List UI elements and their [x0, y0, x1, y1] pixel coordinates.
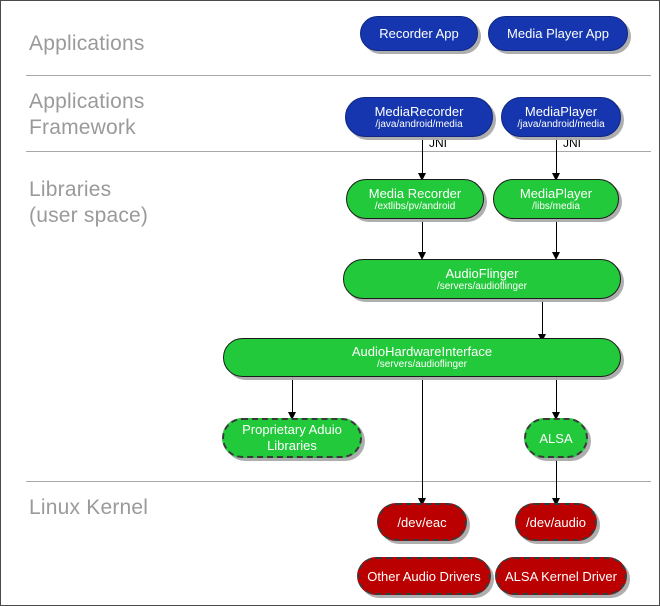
arrowhead-mediaplayer-to-audioflinger	[552, 252, 560, 260]
node-dev-eac[interactable]: /dev/eac	[377, 503, 467, 541]
node-dev-audio-title: /dev/audio	[526, 514, 586, 530]
node-alsa-title: ALSA	[539, 430, 573, 446]
node-mediarecorder-framework[interactable]: MediaRecorder /java/android/media	[345, 97, 493, 137]
node-audiohardwareinterface-path: /servers/audioflinger	[376, 359, 468, 370]
connector-mediarecorder-to-audioflinger	[422, 219, 423, 257]
node-recorder-app[interactable]: Recorder App	[360, 16, 478, 51]
arrowhead-mediarecorder-jni	[418, 173, 426, 181]
connector-mediaplayer-jni	[556, 137, 557, 177]
layer-label-libraries: Libraries (user space)	[29, 178, 149, 227]
layer-divider-kernel	[26, 481, 651, 482]
node-mediaplayer-library-title: MediaPlayer	[519, 185, 593, 201]
node-media-recorder-library[interactable]: Media Recorder /extlibs/pv/android	[346, 179, 484, 219]
node-media-recorder-library-title: Media Recorder	[368, 185, 462, 201]
node-other-audio-drivers-title: Other Audio Drivers	[367, 568, 481, 584]
connector-alsa-to-dev-audio	[556, 457, 557, 503]
node-other-audio-drivers[interactable]: Other Audio Drivers	[357, 557, 491, 595]
layer-divider-framework	[26, 151, 651, 152]
node-audioflinger-title: AudioFlinger	[445, 265, 519, 281]
node-proprietary-audio-libraries-title: Proprietary Aduio Libraries	[242, 422, 342, 453]
connector-ahi-to-proprietary-libraries	[292, 376, 293, 418]
node-dev-audio[interactable]: /dev/audio	[515, 503, 597, 541]
layer-divider-applications	[26, 75, 651, 76]
jni-label-right: JNI	[563, 136, 581, 150]
layer-label-applications: Applications	[29, 32, 145, 55]
node-mediaplayer-library-path: /libs/media	[532, 200, 580, 212]
connector-audioflinger-to-audiohardwareinterface	[542, 299, 543, 341]
node-media-player-app[interactable]: Media Player App	[488, 16, 628, 51]
node-mediarecorder-framework-title: MediaRecorder	[374, 103, 464, 119]
node-audiohardwareinterface[interactable]: AudioHardwareInterface /servers/audiofli…	[223, 338, 621, 377]
connector-ahi-to-dev-eac	[422, 376, 423, 503]
node-media-player-app-title: Media Player App	[507, 26, 609, 41]
node-audioflinger[interactable]: AudioFlinger /servers/audioflinger	[343, 259, 621, 299]
jni-label-left: JNI	[429, 136, 447, 150]
node-alsa-kernel-driver[interactable]: ALSA Kernel Driver	[495, 557, 627, 595]
arrowhead-mediarecorder-to-audioflinger	[418, 252, 426, 260]
arrowhead-ahi-to-alsa	[552, 412, 560, 420]
node-recorder-app-title: Recorder App	[379, 26, 459, 41]
connector-ahi-to-alsa	[556, 376, 557, 418]
node-mediaplayer-framework-title: MediaPlayer	[524, 103, 598, 119]
connector-mediarecorder-jni	[422, 137, 423, 177]
node-mediaplayer-framework-path: /java/android/media	[517, 118, 605, 130]
node-proprietary-audio-libraries[interactable]: Proprietary Aduio Libraries	[222, 418, 362, 458]
layer-label-linux-kernel: Linux Kernel	[29, 496, 149, 519]
node-mediarecorder-framework-path: /java/android/media	[375, 118, 463, 130]
node-audiohardwareinterface-title: AudioHardwareInterface	[351, 344, 493, 359]
node-alsa-kernel-driver-title: ALSA Kernel Driver	[505, 568, 617, 584]
layer-label-applications-framework: Applications Framework	[29, 90, 145, 139]
node-media-recorder-library-path: /extlibs/pv/android	[374, 200, 456, 212]
node-mediaplayer-library[interactable]: MediaPlayer /libs/media	[493, 179, 619, 219]
arrowhead-alsa-to-dev-audio	[552, 498, 560, 506]
arrowhead-ahi-to-proprietary-libraries	[288, 412, 296, 420]
node-alsa[interactable]: ALSA	[524, 418, 588, 458]
arrowhead-ahi-to-dev-eac	[418, 498, 426, 506]
node-audioflinger-path: /servers/audioflinger	[436, 280, 528, 292]
connector-mediaplayer-to-audioflinger	[556, 219, 557, 257]
node-mediaplayer-framework[interactable]: MediaPlayer /java/android/media	[501, 97, 621, 137]
node-dev-eac-title: /dev/eac	[397, 514, 447, 530]
arrowhead-mediaplayer-jni	[552, 173, 560, 181]
